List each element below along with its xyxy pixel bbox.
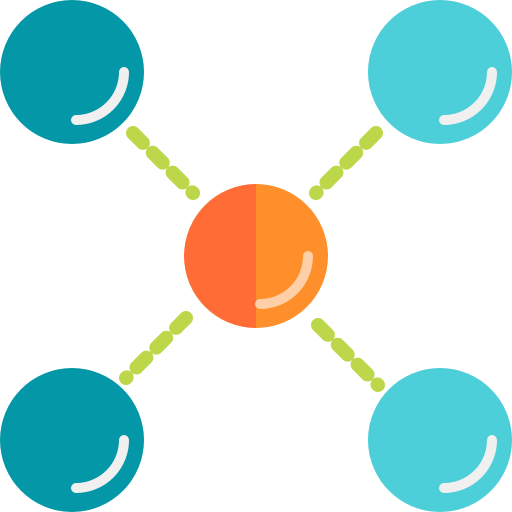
node-bottom-left-highlight xyxy=(71,435,129,493)
node-bottom-right xyxy=(368,368,512,512)
hub-left-half xyxy=(184,184,256,328)
connector-top-right xyxy=(309,126,383,200)
connector-group xyxy=(119,126,385,392)
node-top-left-highlight xyxy=(71,67,129,125)
node-top-left xyxy=(0,0,144,144)
hub-node xyxy=(184,184,328,328)
hub-highlight xyxy=(255,251,313,309)
connector-bottom-left xyxy=(119,311,193,385)
node-bottom-left xyxy=(0,368,144,512)
node-top-right xyxy=(368,0,512,144)
node-top-right-highlight xyxy=(439,67,497,125)
node-bottom-right-highlight xyxy=(439,435,497,493)
hub-right-half xyxy=(256,184,328,328)
connector-bottom-right xyxy=(311,318,385,392)
connector-top-left xyxy=(126,126,200,200)
